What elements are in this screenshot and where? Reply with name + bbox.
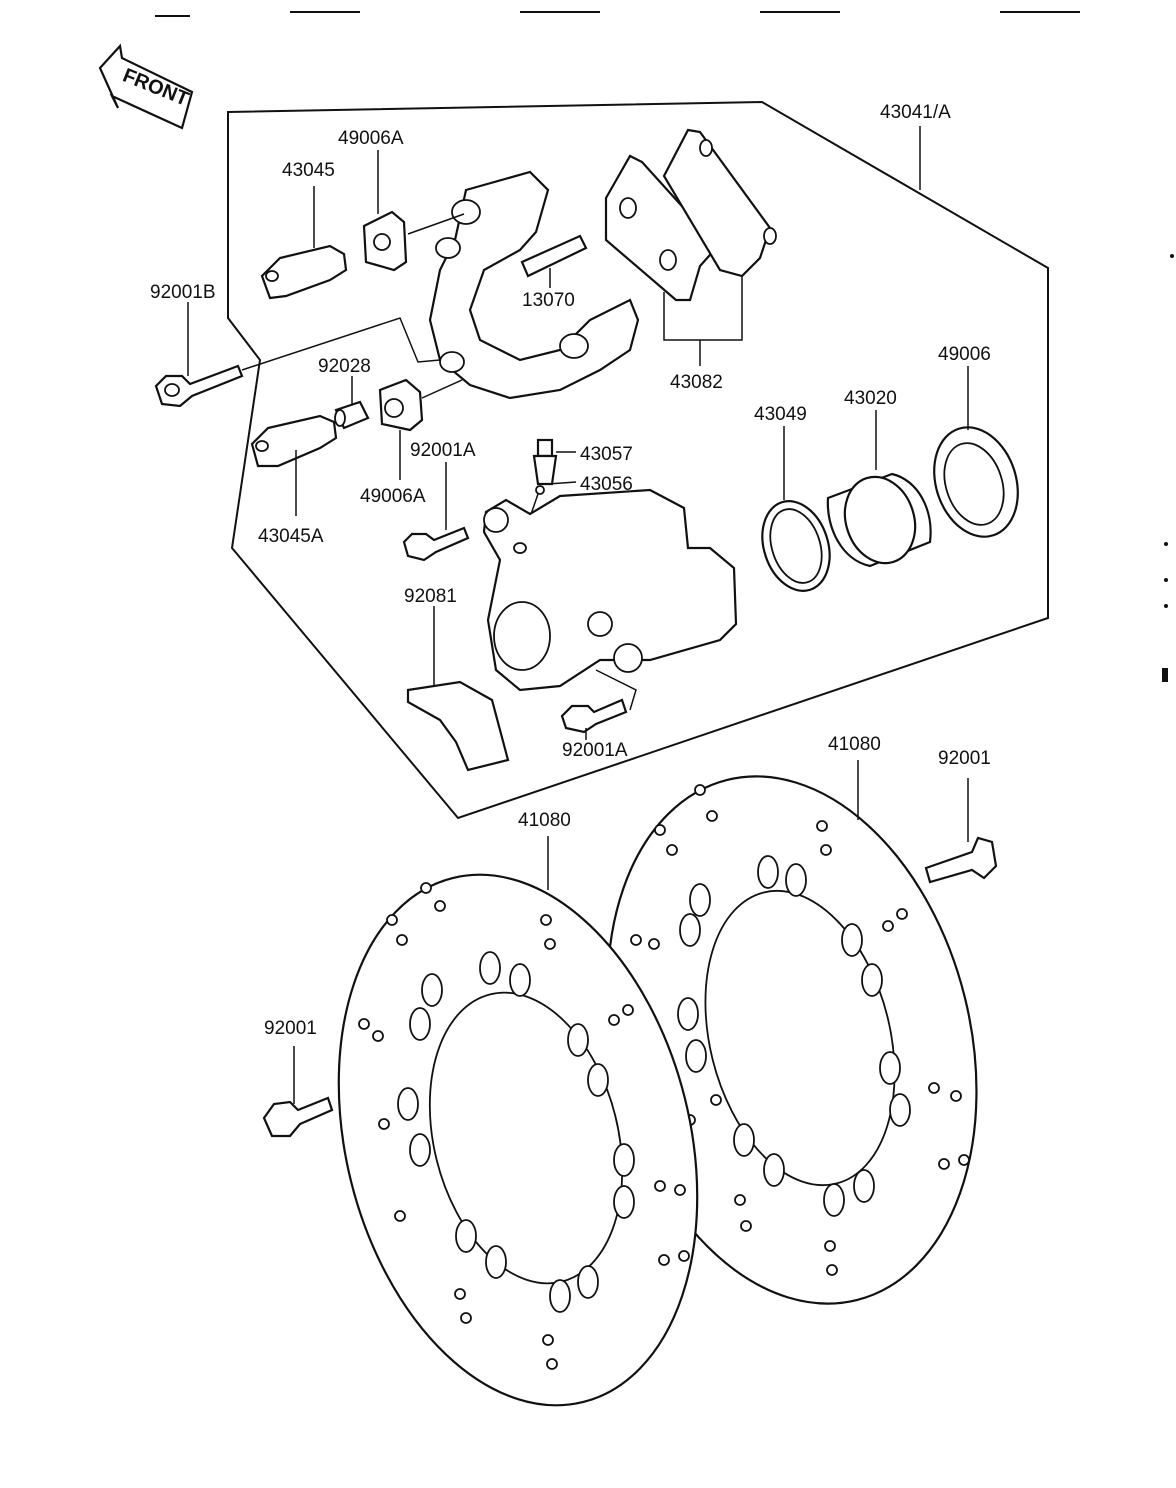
slide-pin-43045 xyxy=(260,244,348,300)
bleeder-valve xyxy=(532,438,558,495)
boot-49006a-bottom xyxy=(378,378,424,432)
dust-seal-49006 xyxy=(933,426,1019,538)
bolt-92001-right xyxy=(924,836,998,884)
label-41080-left: 41080 xyxy=(518,810,571,831)
brake-disc-left xyxy=(337,873,699,1407)
label-43020: 43020 xyxy=(844,388,897,409)
piston-seal-43049 xyxy=(761,500,831,592)
brake-pads xyxy=(604,128,777,302)
pin-13070 xyxy=(520,234,588,278)
front-arrow-icon: FRONT xyxy=(98,43,194,130)
label-43056: 43056 xyxy=(580,474,633,495)
label-92081: 92081 xyxy=(404,586,457,607)
boot-49006a-top xyxy=(362,210,408,272)
label-43045: 43045 xyxy=(282,160,335,181)
bolt-92001a-upper xyxy=(402,526,470,562)
label-43082: 43082 xyxy=(670,372,723,393)
label-41080-right: 41080 xyxy=(828,734,881,755)
label-43057: 43057 xyxy=(580,444,633,465)
bolt-92001a-lower xyxy=(560,698,628,734)
label-92001-right: 92001 xyxy=(938,748,991,769)
caliper-assembly-outline xyxy=(227,100,1049,820)
slide-pin-43045a xyxy=(250,414,338,468)
label-92028: 92028 xyxy=(318,356,371,377)
label-92001a-top: 92001A xyxy=(410,440,476,461)
label-49006a-bottom: 49006A xyxy=(360,486,426,507)
brake-disc-right xyxy=(606,775,978,1305)
label-49006a-top: 49006A xyxy=(338,128,404,149)
spring-92081 xyxy=(406,680,510,772)
label-43045a: 43045A xyxy=(258,526,324,547)
scan-marks xyxy=(155,11,1080,17)
caliper-body xyxy=(482,488,738,692)
label-49006: 49006 xyxy=(938,344,991,365)
label-43049: 43049 xyxy=(754,404,807,425)
label-13070: 13070 xyxy=(522,290,575,311)
label-92001a-bottom: 92001A xyxy=(562,740,628,761)
bolt-92001b xyxy=(154,364,244,408)
label-43041a: 43041/A xyxy=(880,102,951,123)
scan-specks xyxy=(1162,254,1174,682)
label-92001b: 92001B xyxy=(150,282,216,303)
caliper-bracket xyxy=(428,170,640,400)
bolt-92001-left xyxy=(262,1096,334,1138)
sleeve-92028 xyxy=(334,400,370,430)
piston-43020 xyxy=(826,472,932,568)
label-92001-left: 92001 xyxy=(264,1018,317,1039)
